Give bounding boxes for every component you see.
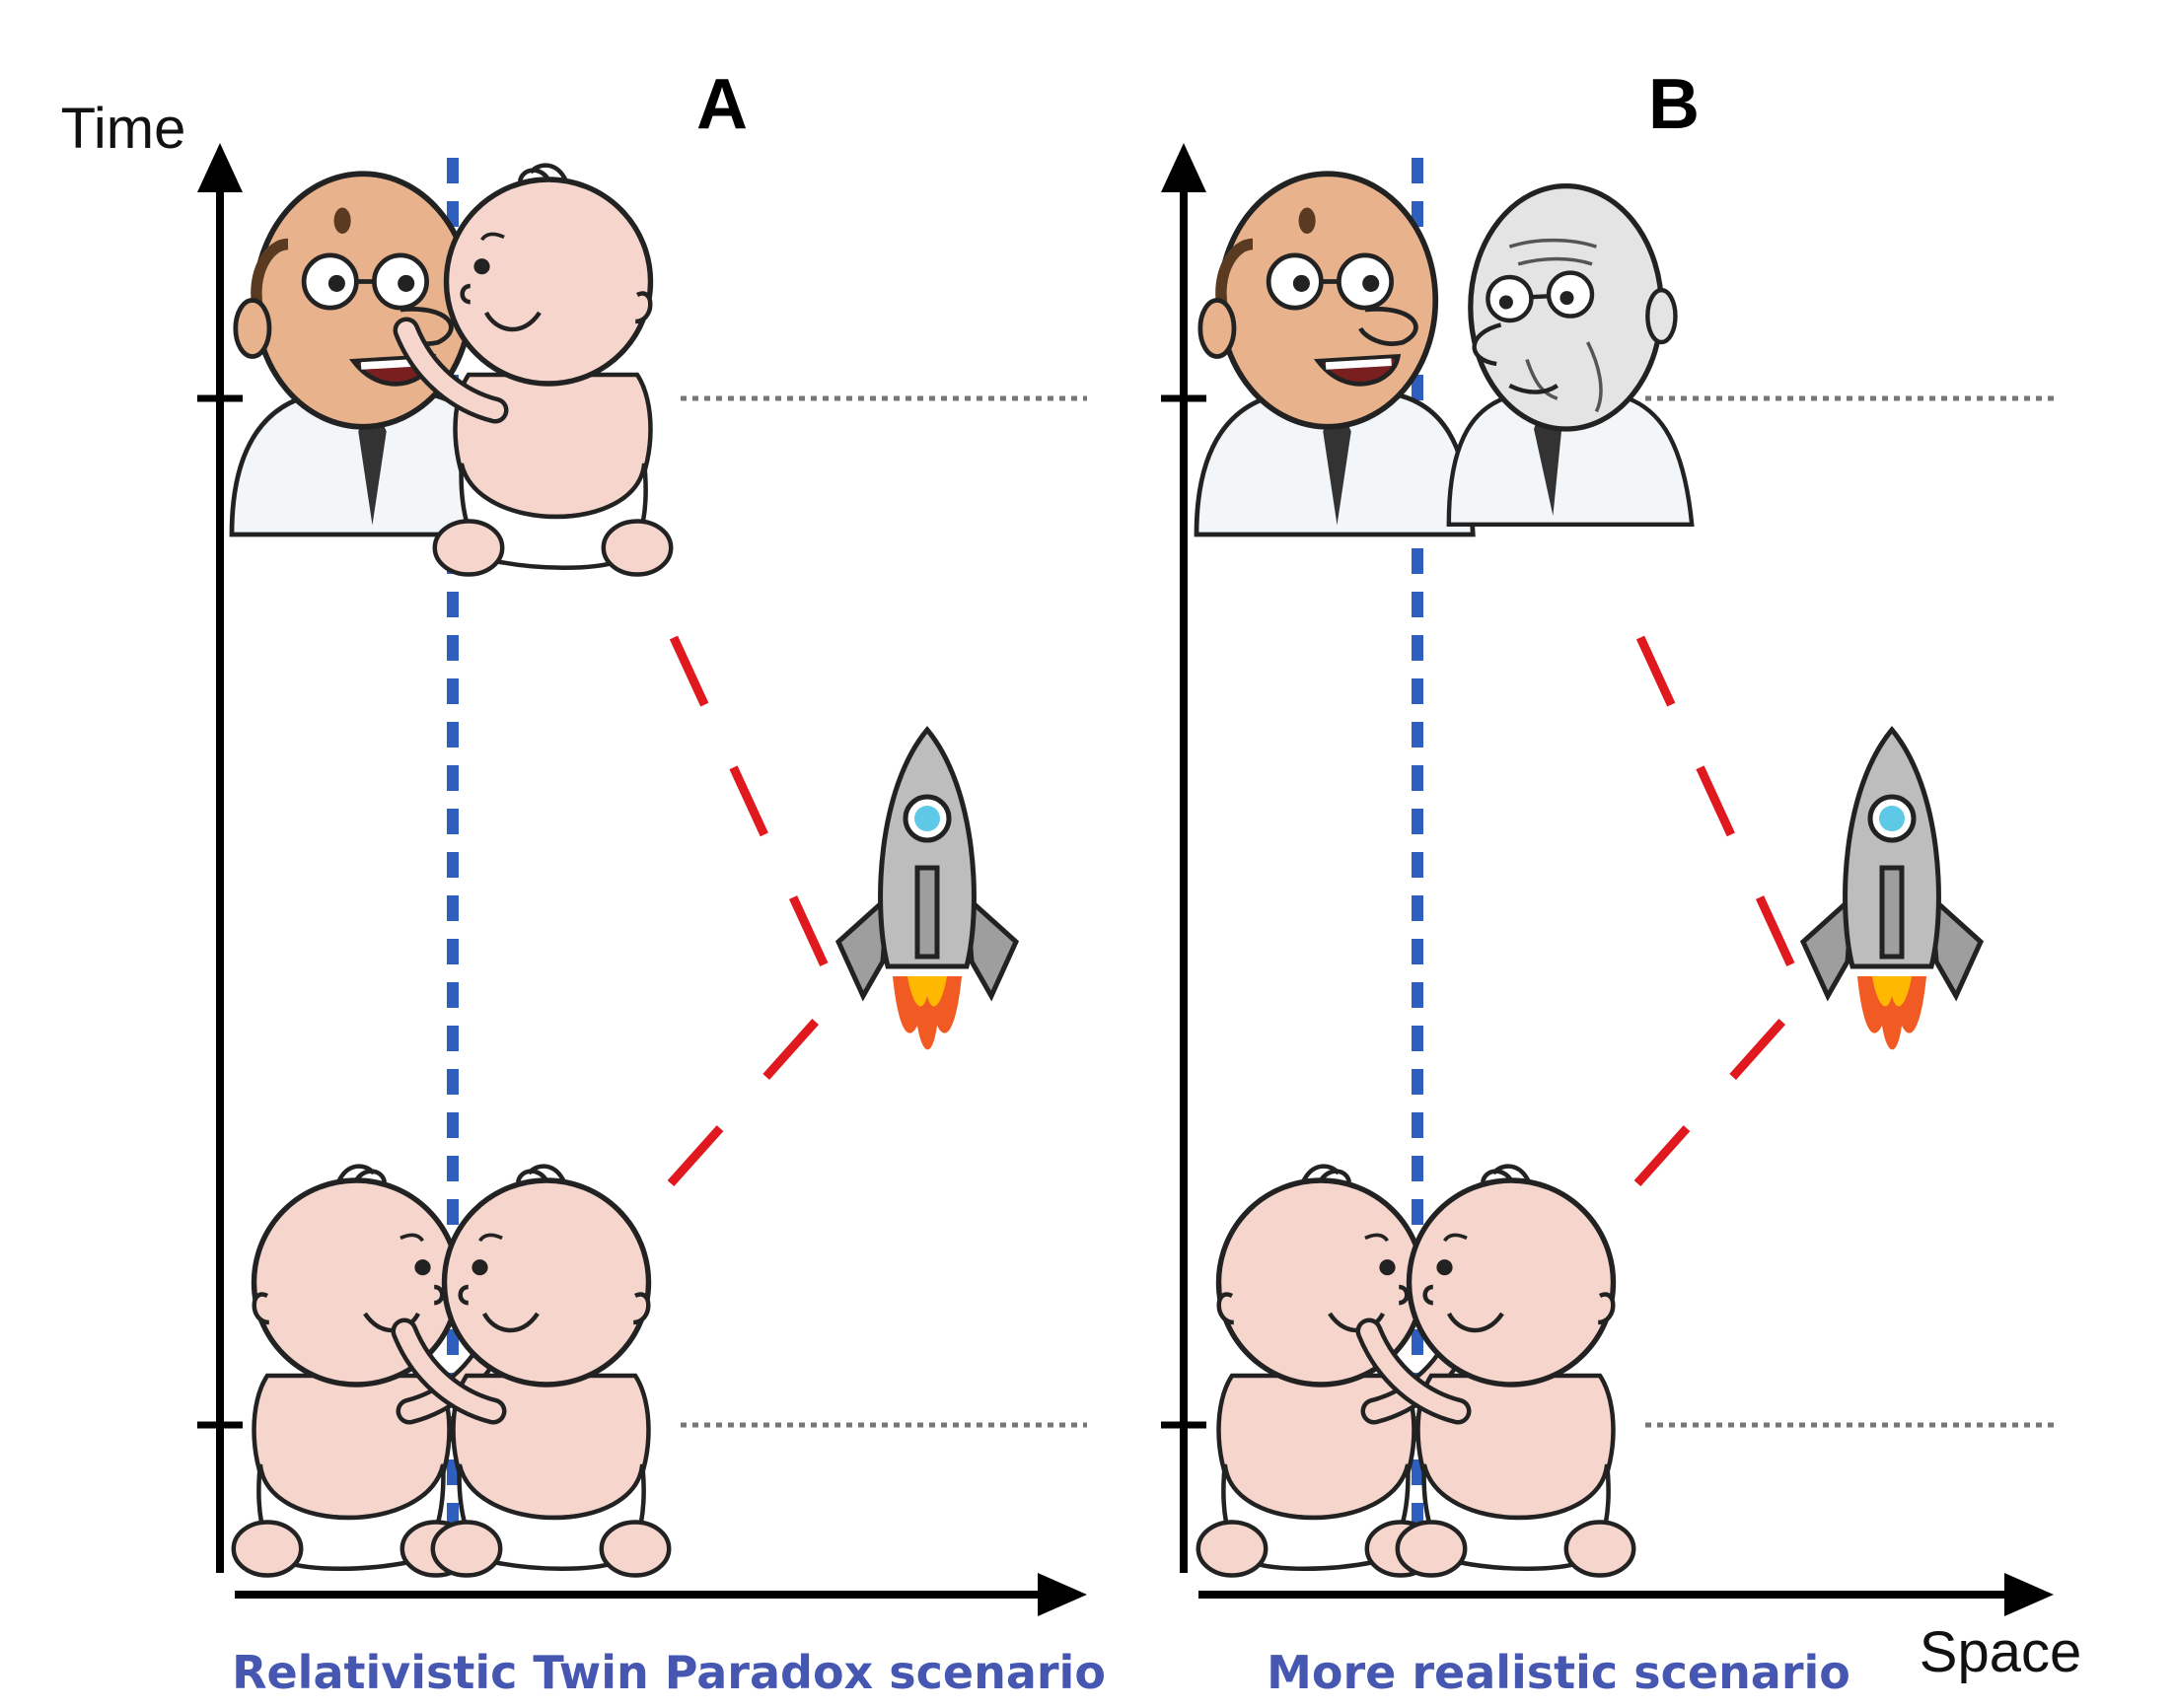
rocket-worldline-a <box>666 629 844 1187</box>
rocket-icon <box>838 730 1016 1049</box>
time-axis-label: Time <box>61 97 186 161</box>
rocket-worldline-b <box>1632 629 1811 1187</box>
space-axis-arrowhead-b <box>2004 1573 2054 1616</box>
panel-b-letter: B <box>1648 65 1700 144</box>
space-axis-arrowhead-a <box>1038 1573 1087 1616</box>
panel-a: A Time Relativistic Twin Paradox scenari… <box>61 65 1106 1699</box>
time-axis-arrowhead-b <box>1161 143 1206 192</box>
elderly-icon <box>1449 186 1692 525</box>
panel-a-caption: Relativistic Twin Paradox scenario <box>232 1646 1106 1699</box>
panel-b: B Space More realistic scenario <box>1161 65 2081 1699</box>
panel-b-caption: More realistic scenario <box>1267 1646 1850 1699</box>
space-axis-label: Space <box>1920 1620 2081 1684</box>
panel-a-letter: A <box>696 65 748 144</box>
rocket-icon <box>1803 730 1981 1049</box>
time-axis-arrowhead-a <box>197 143 243 192</box>
adult-icon <box>1196 174 1473 534</box>
